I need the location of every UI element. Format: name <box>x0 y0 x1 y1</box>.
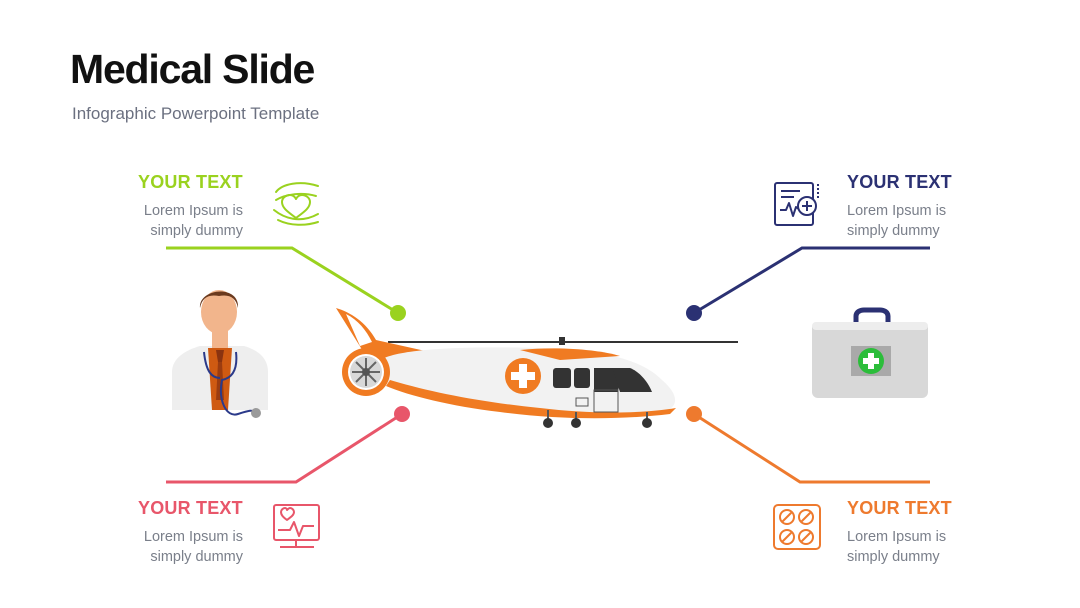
bottom-left-heading: YOUR TEXT <box>138 498 243 518</box>
helicopter-icon <box>336 308 738 428</box>
connector-top-left <box>166 246 406 321</box>
top-right-line1: Lorem Ipsum is <box>847 203 947 219</box>
pill-pack-icon <box>773 504 821 550</box>
first-aid-kit-icon <box>812 307 928 398</box>
bottom-left-line1: Lorem Ipsum is <box>143 529 243 545</box>
slide-subtitle: Infographic Powerpoint Template <box>72 104 320 123</box>
bottom-right-text: Lorem Ipsum is simply dummy <box>847 527 987 567</box>
bottom-left-line2: simply dummy <box>150 549 243 565</box>
top-right-text: Lorem Ipsum is simply dummy <box>847 201 987 241</box>
bottom-right-heading: YOUR TEXT <box>847 498 952 518</box>
bottom-right-line1: Lorem Ipsum is <box>847 529 947 545</box>
top-left-text: Lorem Ipsum is simply dummy <box>103 201 243 241</box>
bottom-right-line2: simply dummy <box>847 549 940 565</box>
connector-bottom-right <box>686 406 930 484</box>
top-right-heading: YOUR TEXT <box>847 172 952 192</box>
heart-hands-icon <box>273 182 319 226</box>
top-right-line2: simply dummy <box>847 223 940 239</box>
slide-title: Medical Slide <box>70 46 315 92</box>
top-left-heading: YOUR TEXT <box>138 172 243 192</box>
doctor-icon <box>172 290 268 418</box>
connector-bottom-left <box>166 406 410 484</box>
top-left-line2: simply dummy <box>150 223 243 239</box>
bottom-left-text: Lorem Ipsum is simply dummy <box>103 527 243 567</box>
top-left-line1: Lorem Ipsum is <box>143 203 243 219</box>
connector-top-right <box>686 246 930 321</box>
medical-report-icon <box>774 182 819 226</box>
heart-monitor-icon <box>273 504 320 548</box>
